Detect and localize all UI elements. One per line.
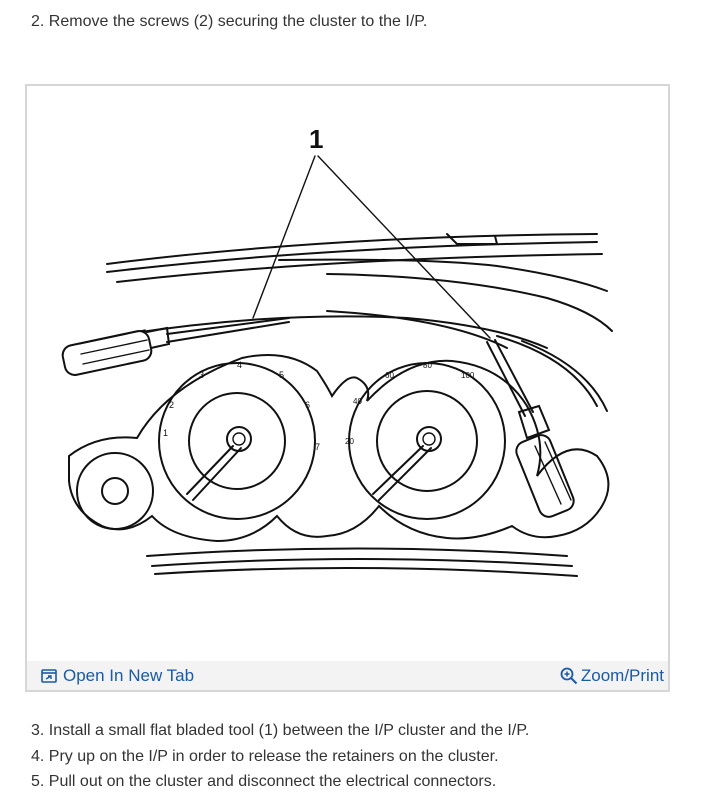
svg-text:1: 1 <box>163 428 168 438</box>
dashboard-bottom-lines <box>146 547 578 577</box>
steps-list: 3. Install a small flat bladed tool (1) … <box>31 718 529 795</box>
step-4-text: 4. Pry up on the I/P in order to release… <box>31 747 499 765</box>
zoom-icon <box>560 667 578 685</box>
svg-text:4: 4 <box>237 360 242 370</box>
svg-text:100: 100 <box>461 371 475 380</box>
left-gauge <box>158 362 316 520</box>
left-small-gauge <box>76 452 154 530</box>
svg-text:6: 6 <box>305 400 310 410</box>
callout-leader-left <box>252 155 316 319</box>
svg-text:40: 40 <box>353 397 362 406</box>
cluster-housing <box>68 353 610 543</box>
svg-text:7: 7 <box>315 442 320 452</box>
svg-text:60: 60 <box>385 371 394 380</box>
right-gauge-numbers: 20 40 60 80 100 <box>345 361 475 446</box>
step-5-text: 5. Pull out on the cluster and disconnec… <box>31 773 497 790</box>
step-2-text: 2. Remove the screws (2) securing the cl… <box>31 13 428 30</box>
dashboard-top-lines <box>106 233 613 412</box>
svg-text:5: 5 <box>279 370 284 380</box>
figure-frame: 1 <box>25 84 670 692</box>
svg-text:80: 80 <box>423 361 432 370</box>
open-in-new-tab-icon <box>41 669 57 683</box>
open-in-new-tab-link[interactable]: Open In New Tab <box>41 666 194 686</box>
step-3-text: 3. Install a small flat bladed tool (1) … <box>31 722 530 739</box>
left-gauge-numbers: 1 2 3 4 5 6 7 <box>163 360 320 452</box>
figure-toolbar: Open In New Tab Zoom/Print <box>27 661 668 690</box>
zoom-print-link[interactable]: Zoom/Print <box>560 666 664 686</box>
right-gauge <box>348 362 506 520</box>
right-screwdriver <box>486 339 575 518</box>
callout-label: 1 <box>309 124 323 154</box>
svg-text:3: 3 <box>199 370 204 380</box>
instrument-cluster-illustration: 1 <box>61 124 613 577</box>
svg-text:20: 20 <box>345 437 354 446</box>
svg-text:2: 2 <box>169 400 174 410</box>
zoom-print-label: Zoom/Print <box>580 666 664 685</box>
open-in-new-tab-label: Open In New Tab <box>63 666 195 685</box>
left-screwdriver <box>61 317 290 376</box>
